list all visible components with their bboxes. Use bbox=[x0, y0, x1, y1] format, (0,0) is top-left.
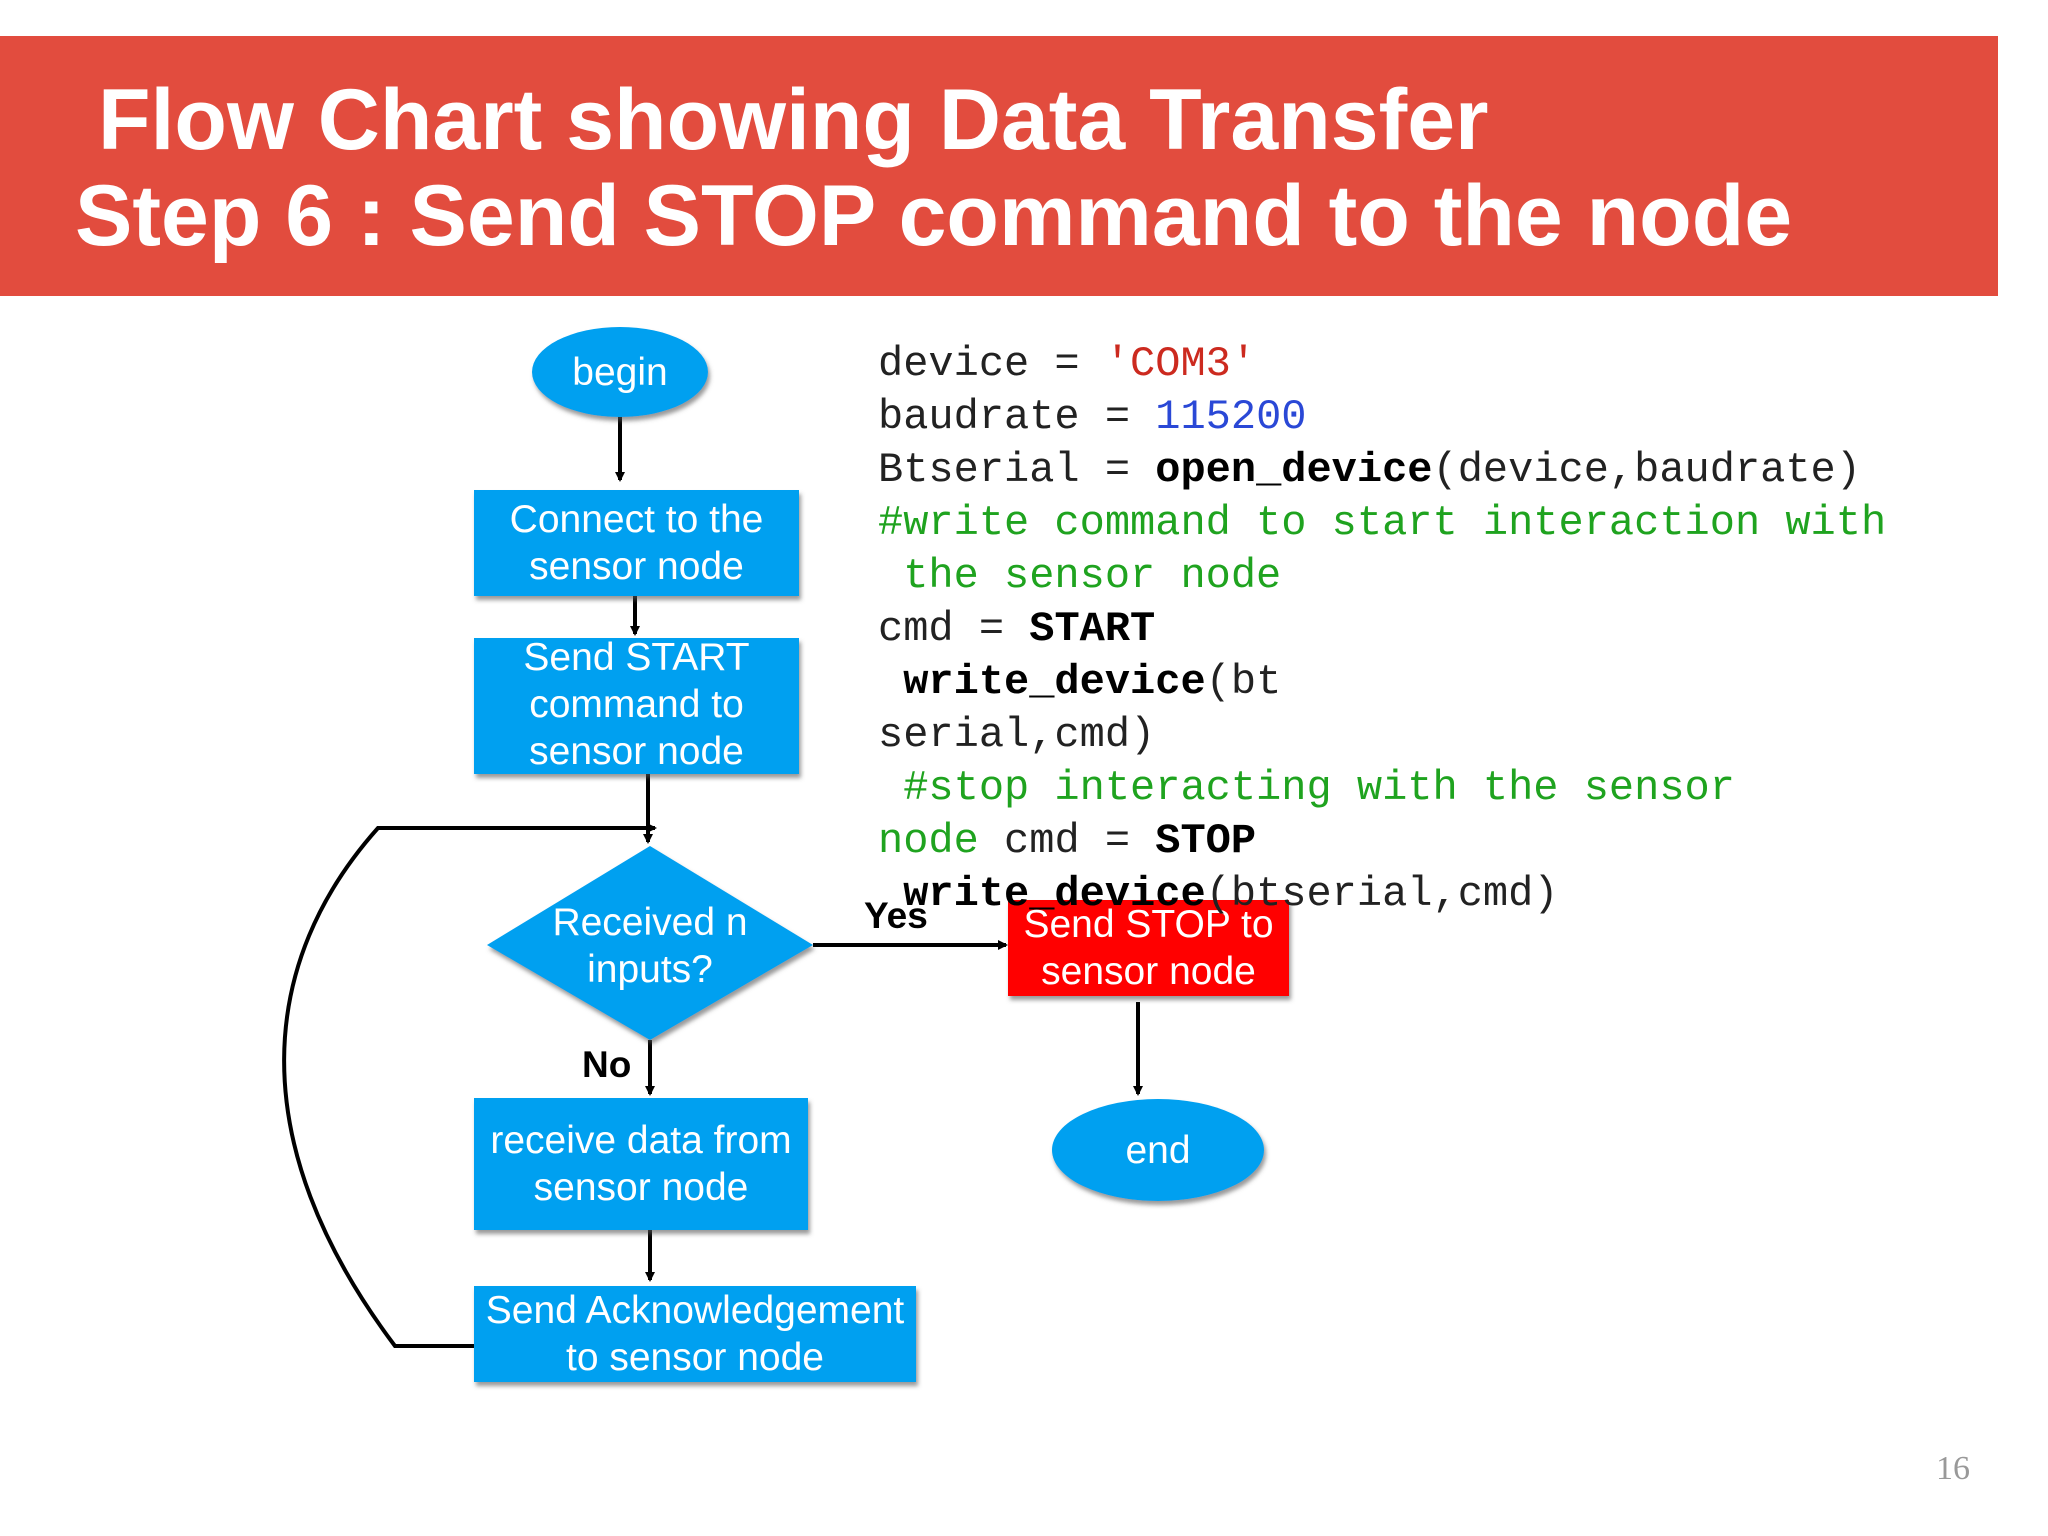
code-comment: the sensor node bbox=[878, 552, 1282, 600]
code-line: write_device(bt bbox=[878, 658, 1282, 706]
connect-node bbox=[474, 490, 799, 596]
send-start-node bbox=[474, 638, 799, 774]
send-stop-label: Send STOP to sensor node bbox=[1023, 903, 1274, 993]
code-line: Btserial = open_device(device,baudrate) bbox=[878, 446, 1861, 494]
code-line: serial,cmd) bbox=[878, 711, 1156, 759]
decision-node bbox=[487, 846, 813, 1040]
send-stop-node bbox=[1008, 900, 1289, 996]
code-line: cmd = START bbox=[878, 605, 1156, 653]
slide-title: Flow Chart showing Data Transfer bbox=[98, 72, 1489, 168]
code-line: node cmd = STOP bbox=[878, 817, 1257, 865]
code-line: write_device(btserial,cmd) bbox=[878, 870, 1559, 918]
send-start-label: Send START command to sensor node bbox=[523, 635, 750, 773]
title-band bbox=[0, 36, 1998, 296]
slide-subtitle: Step 6 : Send STOP command to the node bbox=[75, 168, 1793, 264]
loop-back-arrow bbox=[282, 823, 657, 1348]
decision-label: Received n inputs? bbox=[552, 901, 748, 991]
begin-label: begin bbox=[572, 351, 668, 394]
connect-label: Connect to the sensor node bbox=[509, 498, 764, 588]
ack-label: Send Acknowledgement to sensor node bbox=[485, 1289, 905, 1379]
code-line: device = 'COM3' bbox=[878, 340, 1257, 388]
receive-node bbox=[474, 1098, 808, 1230]
end-node bbox=[1052, 1099, 1264, 1201]
no-label: No bbox=[582, 1044, 632, 1085]
code-line: baudrate = 115200 bbox=[878, 393, 1307, 441]
code-comment: #stop interacting with the sensor bbox=[878, 764, 1735, 812]
begin-node bbox=[532, 327, 708, 417]
end-label: end bbox=[1125, 1128, 1191, 1172]
code-comment: #write command to start interaction with bbox=[878, 499, 1887, 547]
yes-label: Yes bbox=[864, 895, 928, 936]
receive-label: receive data from sensor node bbox=[490, 1119, 792, 1209]
page-number: 16 bbox=[1936, 1450, 1970, 1487]
ack-node bbox=[474, 1286, 916, 1382]
